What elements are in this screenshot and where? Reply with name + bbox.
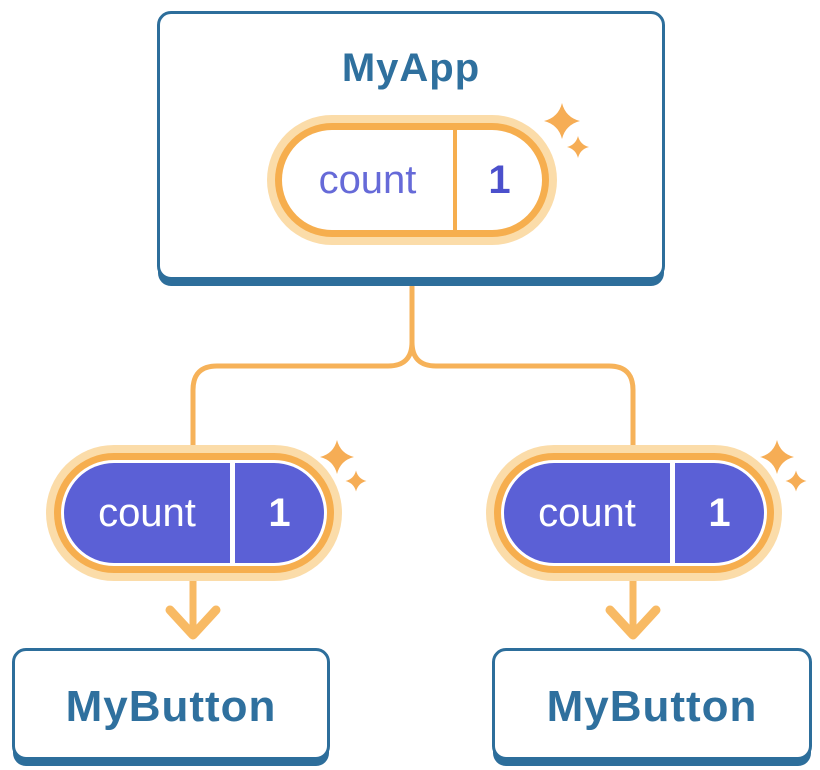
state-pill: count 1 xyxy=(282,130,542,230)
child-component-card-right: MyButton xyxy=(492,648,812,760)
prop-pill-value: 1 xyxy=(708,490,731,535)
prop-pill-value: 1 xyxy=(268,490,291,535)
child-component-card-left: MyButton xyxy=(12,648,330,760)
prop-pill-left: count 1 xyxy=(64,463,324,563)
state-pill-divider xyxy=(453,130,457,230)
prop-pill-right: count 1 xyxy=(504,463,764,563)
state-pill-value: 1 xyxy=(488,157,511,202)
child-component-name: MyButton xyxy=(65,682,277,731)
state-pill-label: count xyxy=(318,157,417,202)
sparkle-icon xyxy=(320,440,367,492)
prop-pill-divider xyxy=(230,463,235,563)
sparkle-icon xyxy=(760,440,807,492)
root-component-name: MyApp xyxy=(341,46,481,90)
prop-pill-divider xyxy=(670,463,675,563)
prop-pill-label: count xyxy=(538,490,636,535)
prop-pill-label: count xyxy=(98,490,196,535)
child-component-name: MyButton xyxy=(546,682,758,731)
